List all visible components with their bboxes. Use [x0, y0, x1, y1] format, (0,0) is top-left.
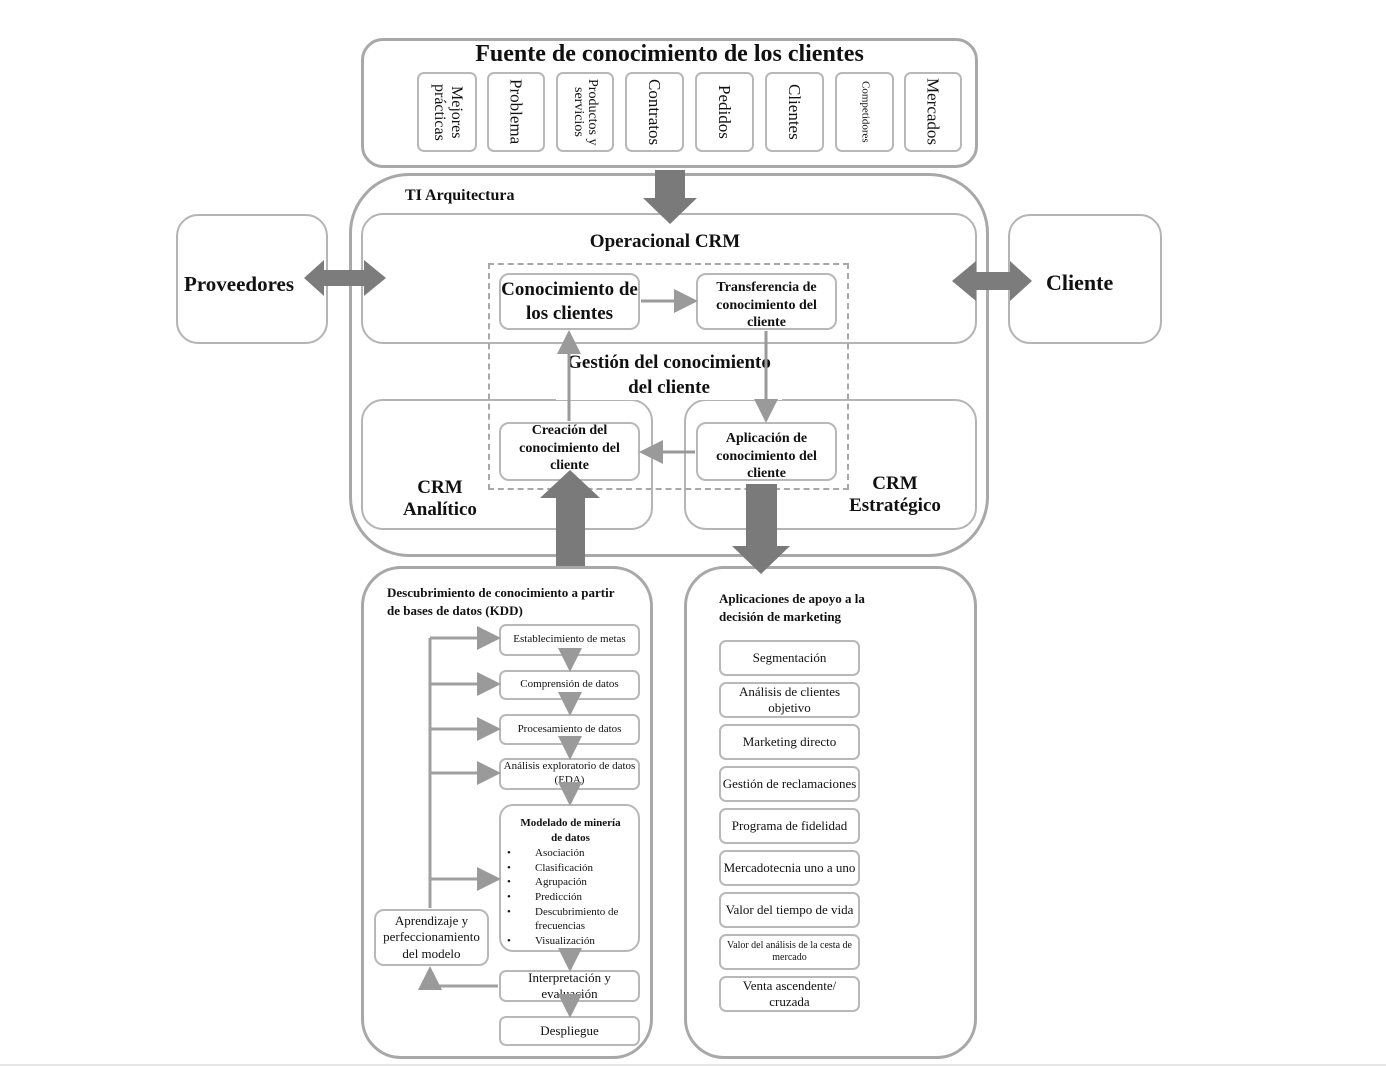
marketing-item-cross-sell: Venta ascendente/ cruzada — [719, 976, 860, 1012]
kdd-interpretation: Interpretación y evaluación — [499, 970, 640, 1002]
kdd-modeling-box: Modelado de minería de datos •Asociación… — [499, 804, 640, 952]
kdd-deployment: Despliegue — [499, 1016, 640, 1046]
source-title: Fuente de conocimiento de los clientes — [475, 41, 864, 67]
operational-crm-label: Operacional CRM — [589, 231, 741, 252]
marketing-item-one-to-one: Mercadotecnia uno a uno — [719, 850, 860, 886]
customer-label: Cliente — [1046, 270, 1114, 295]
application-box: Aplicación de conocimiento del cliente — [696, 422, 837, 481]
marketing-item-target-analysis: Análisis de clientes objetivo — [719, 682, 860, 718]
marketing-item-loyalty: Programa de fidelidad — [719, 808, 860, 844]
kdd-step-understanding: Comprensión de datos — [499, 670, 640, 700]
knowledge-box: Conocimiento de los clientes — [499, 273, 640, 330]
source-container — [361, 38, 978, 168]
source-item-mejores-practicas: Mejores prácticas — [417, 72, 477, 152]
kdd-title: Descubrimiento de conocimiento a partir … — [387, 585, 615, 618]
kdd-modeling-list: •Asociación •Clasificación •Agrupación •… — [507, 846, 634, 949]
analytical-crm-container — [361, 399, 653, 530]
kdd-modeling-item: •Descubrimiento de frecuencias — [507, 906, 619, 933]
kdd-step-eda: Análisis exploratorio de datos (EDA) — [499, 758, 640, 790]
source-item-mercados: Mercados — [904, 72, 962, 152]
marketing-item-lifetime-value: Valor del tiempo de vida — [719, 892, 860, 928]
strategic-crm-label: CRM Estratégico — [849, 473, 941, 516]
analytical-crm-label: CRM Analítico — [403, 477, 477, 520]
bottom-divider — [0, 1064, 1386, 1066]
it-architecture-label: TI Arquitectura — [405, 187, 515, 204]
source-item-pedidos: Pedidos — [695, 72, 754, 152]
suppliers-label: Proveedores — [184, 272, 295, 296]
source-item-contratos: Contratos — [625, 72, 684, 152]
marketing-title: Aplicaciones de apoyo a la decisión de m… — [719, 591, 865, 624]
kdd-step-processing: Procesamiento de datos — [499, 714, 640, 745]
kdd-modeling-item: •Predicción — [507, 891, 583, 904]
knowledge-management-area — [488, 263, 849, 490]
kdd-modeling-item: •Agrupación — [507, 876, 587, 889]
creation-box: Creación del conocimiento del cliente — [499, 422, 640, 481]
kdd-container — [361, 566, 653, 1059]
marketing-item-segmentation: Segmentación — [719, 640, 860, 676]
source-item-problema: Problema — [487, 72, 545, 152]
strategic-crm-container — [684, 399, 977, 530]
transfer-box: Transferencia de conocimiento del client… — [696, 273, 837, 330]
source-item-competidores: Competidores — [835, 72, 894, 152]
marketing-item-complaints: Gestión de reclamaciones — [719, 766, 860, 802]
marketing-container — [684, 566, 977, 1059]
knowledge-management-label: Gestión del conocimiento del cliente — [556, 351, 782, 401]
kdd-modeling-title: Modelado de minería de datos — [520, 817, 621, 844]
source-item-productos-servicios: Productos y servicios — [556, 72, 614, 152]
marketing-item-direct-marketing: Marketing directo — [719, 724, 860, 760]
kdd-learning: Aprendizaje y perfeccionamiento del mode… — [374, 909, 489, 966]
marketing-item-basket-analysis: Valor del análisis de la cesta de mercad… — [719, 934, 860, 970]
source-item-clientes: Clientes — [765, 72, 824, 152]
kdd-modeling-item: •Visualización — [507, 934, 595, 947]
kdd-modeling-item: •Clasificación — [507, 861, 594, 874]
kdd-modeling-item: •Asociación — [507, 846, 585, 859]
kdd-step-goals: Establecimiento de metas — [499, 624, 640, 656]
